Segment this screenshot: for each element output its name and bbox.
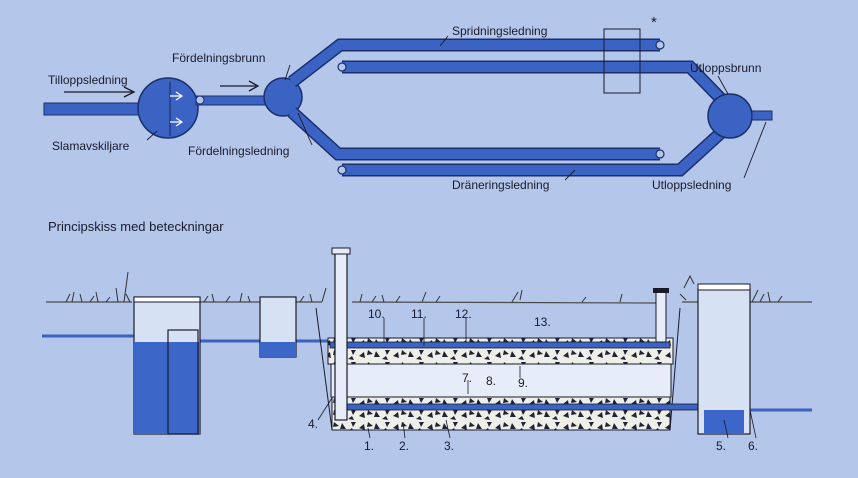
label-num-11: 11. xyxy=(411,307,427,321)
spreading-pipe xyxy=(329,341,671,349)
label-fordelningsbrunn: Fördelningsbrunn xyxy=(172,51,265,65)
label-num-12: 12. xyxy=(455,307,472,321)
flow-arrow-inlet xyxy=(64,86,136,98)
drainage-pipe xyxy=(339,403,701,411)
label-num-3: 3. xyxy=(444,439,454,453)
label-utloppsbrunn: Utloppsbrunn xyxy=(690,61,761,75)
flow-arrow-distribution xyxy=(220,80,260,92)
septic-tank xyxy=(137,77,199,139)
label-asterisk: * xyxy=(651,14,657,31)
distribution-well xyxy=(263,77,303,117)
septic-tank-section xyxy=(133,296,201,435)
vent-pipe xyxy=(334,249,348,421)
label-spridningsledning: Spridningsledning xyxy=(452,24,547,38)
label-num-4: 4. xyxy=(308,417,318,431)
label-num-2: 2. xyxy=(399,439,409,453)
label-num-13: 13. xyxy=(534,315,551,329)
label-slamavskiljare: Slamavskiljare xyxy=(52,139,130,153)
plan-view: Tilloppsledning Slamavskiljare Fördelnin… xyxy=(43,14,773,192)
grass-tufts xyxy=(65,271,783,303)
ground-surface xyxy=(46,301,812,304)
label-num-9: 9. xyxy=(518,376,528,390)
label-num-10: 10. xyxy=(368,307,385,321)
label-num-5: 5. xyxy=(716,439,726,453)
label-num-1: 1. xyxy=(364,439,374,453)
air-pipe xyxy=(655,289,667,343)
cross-section: 1. 2. 3. 4. 5. 6. 7. 8. 9. 10. 11. 12. 1… xyxy=(42,247,812,453)
section-marker xyxy=(603,28,641,94)
label-draneringsledning: Dräneringsledning xyxy=(452,178,549,192)
label-num-6: 6. xyxy=(748,439,758,453)
gravel-bed-lower xyxy=(331,396,671,431)
label-num-7: 7. xyxy=(462,371,472,385)
sand-layer xyxy=(330,363,672,398)
inlet-pipe xyxy=(43,102,145,116)
label-num-8: 8. xyxy=(486,374,496,388)
section-title: Principskiss med beteckningar xyxy=(48,219,224,234)
label-fordelningsledning: Fördelningsledning xyxy=(188,144,289,158)
label-utloppsledning: Utloppsledning xyxy=(652,178,731,192)
label-tilloppsledning: Tilloppsledning xyxy=(48,73,128,87)
outlet-well-section xyxy=(697,283,751,435)
outlet-pipe xyxy=(751,110,773,121)
distribution-well-section xyxy=(259,296,297,358)
outlet-well xyxy=(707,93,753,139)
